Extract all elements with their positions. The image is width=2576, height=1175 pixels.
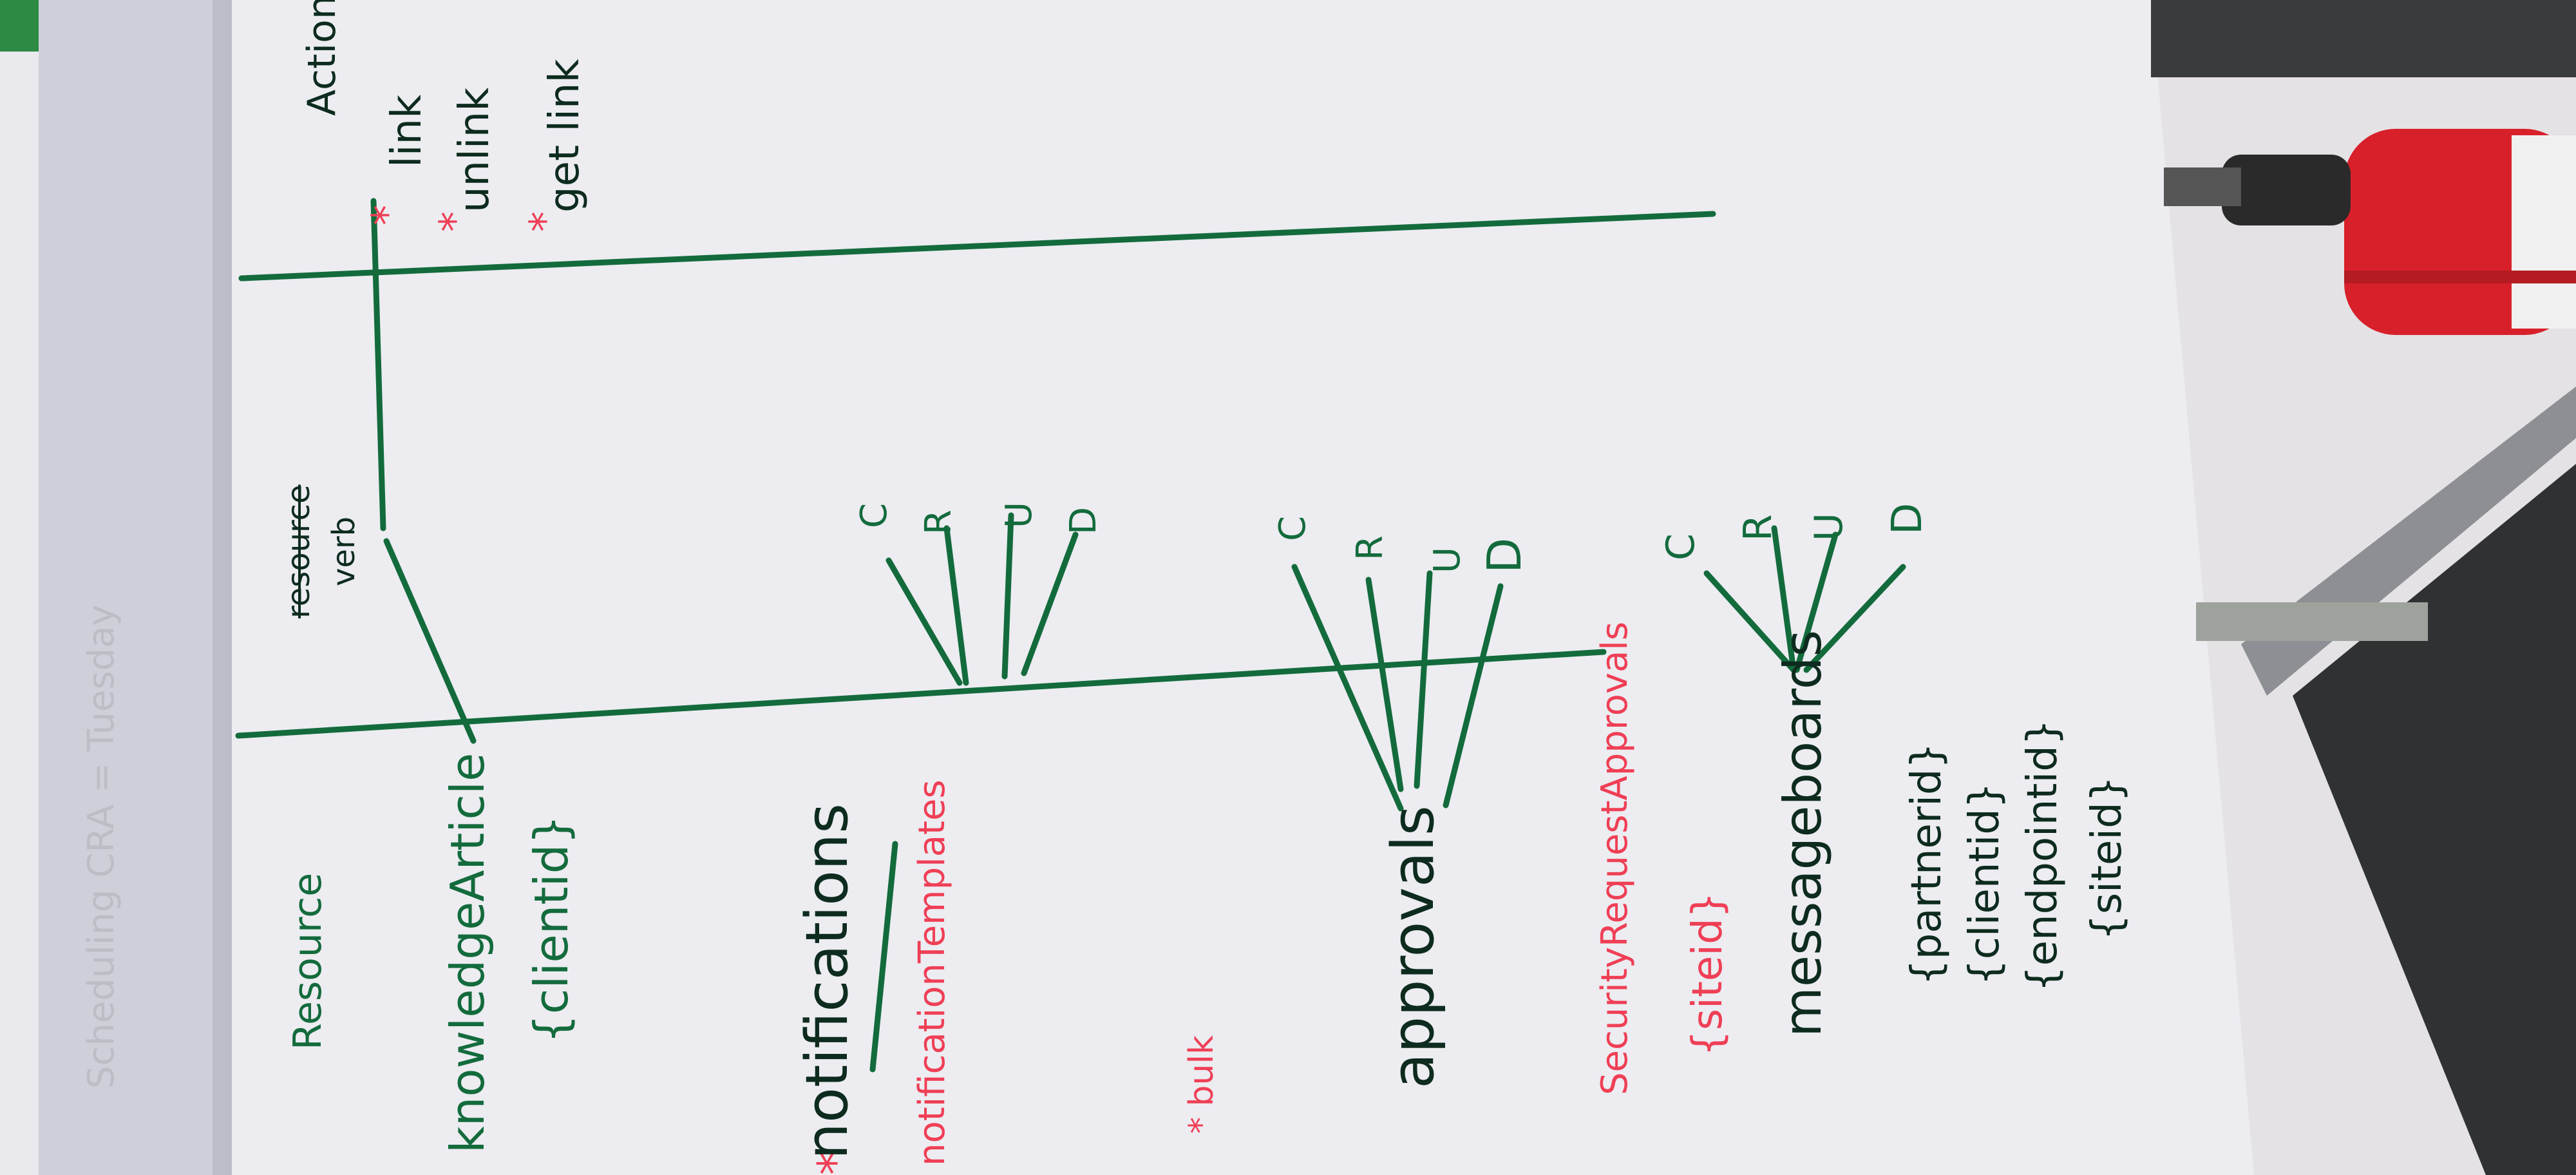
background-whiteboard-text: Scheduling CRA = Tuesday — [80, 604, 122, 1089]
messageboards-param-clientid: {clientid} — [1961, 782, 2009, 986]
crud-r-approvals: R — [1349, 535, 1391, 560]
crud-d-messageboards: D — [1884, 502, 1931, 535]
crud-u-notifications: U — [998, 502, 1040, 528]
knowledge-article-param: {clientid} — [524, 814, 578, 1044]
action-heading: Action — [299, 0, 345, 116]
crud-fan-messageboards — [1703, 525, 1906, 673]
crud-r-messageboards: R — [1736, 514, 1781, 541]
notification-templates-label: notificationTemplates — [911, 779, 953, 1166]
vertical-divider-line — [370, 198, 386, 531]
resource-verb-pointer — [383, 538, 477, 744]
bulk-note: * bulk — [1182, 1035, 1221, 1134]
crud-c-approvals: C — [1272, 515, 1314, 541]
crud-u-messageboards: U — [1806, 513, 1852, 541]
grey-bar — [2196, 602, 2428, 641]
crud-c-messageboards: C — [1658, 533, 1703, 560]
dark-band-top — [2151, 0, 2576, 77]
crud-d-approvals: D — [1477, 537, 1531, 573]
crud-fan-approvals — [1291, 564, 1504, 812]
crud-d-notifications: D — [1063, 506, 1104, 535]
messageboards-param-siteid: {siteid} — [2083, 776, 2131, 941]
resource-heading: Resource — [285, 872, 330, 1050]
action-marker-1: * — [364, 205, 412, 225]
notifications-label: notifications — [793, 803, 861, 1160]
top-horizontal-line — [238, 211, 1716, 282]
crud-c-notifications: C — [853, 502, 895, 528]
messageboards-param-endpointid: {endpointid} — [2019, 719, 2067, 992]
action-get-link: get link — [541, 59, 589, 213]
paper-roll — [39, 0, 232, 1175]
messageboards-param-partnerid: {partnerid} — [1903, 742, 1951, 986]
messageboards-label: messageboards — [1773, 629, 1833, 1037]
approvals-label: approvals — [1379, 805, 1447, 1089]
dark-carpet — [2293, 464, 2576, 1175]
fire-extinguisher — [2164, 129, 2576, 335]
verb-label: verb — [326, 516, 362, 586]
crud-u-approvals: U — [1426, 547, 1468, 573]
action-link: link — [383, 94, 431, 167]
action-marker-2: * — [431, 211, 479, 232]
security-request-label: SecurityRequestApprovals — [1594, 621, 1636, 1095]
resource-label: resource — [281, 484, 317, 618]
crud-fan-notifications — [886, 512, 1079, 686]
notifications-underline — [869, 841, 898, 1073]
knowledge-article-label: knowledgeArticle — [440, 752, 495, 1153]
action-marker-3: * — [522, 211, 569, 232]
crud-r-notifications: R — [918, 510, 960, 535]
security-request-param: {siteid} — [1684, 892, 1732, 1056]
flipchart-paper — [232, 0, 2254, 1175]
action-unlink: unlink — [451, 87, 498, 213]
